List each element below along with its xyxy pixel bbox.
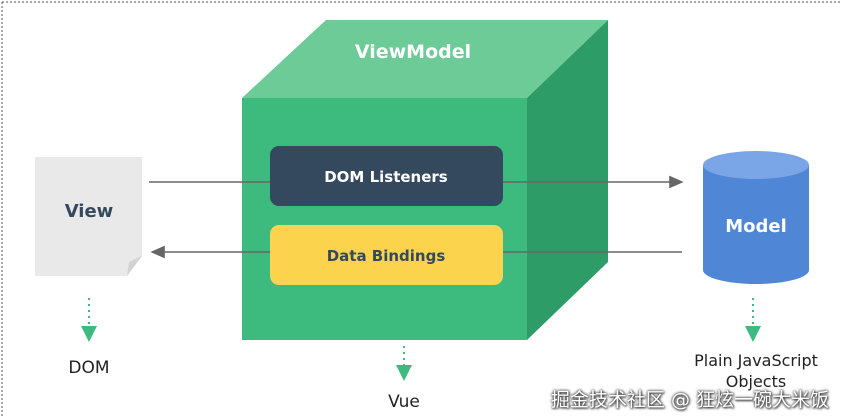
cube-front-face [242,98,527,340]
model-label: Model [725,216,787,237]
viewmodel-cube: ViewModel [242,20,608,340]
dom-listeners-rect [270,146,503,206]
cube-side-face [527,20,608,340]
view-label: View [65,201,114,222]
plain-javascript-label: Plain JavaScript [694,351,818,370]
view-page-fold [127,256,142,276]
model-cylinder: Model [703,151,809,284]
data-bindings-label: Data Bindings [327,247,446,265]
data-bindings-rect [270,225,503,285]
view-document: View [35,157,142,276]
model-cylinder-body [703,165,809,284]
objects-label: Objects [726,372,786,391]
watermark: 掘金技术社区 @ 狂炫一碗大米饭 [550,389,829,411]
model-cylinder-top [703,151,809,179]
view-page-shape [35,157,142,276]
dom-label: DOM [68,358,109,378]
dom-listeners-box: DOM Listeners [270,146,503,206]
dom-listeners-label: DOM Listeners [324,168,448,186]
data-bindings-box: Data Bindings [270,225,503,285]
cube-top-face [242,20,608,98]
vue-label: Vue [388,392,420,412]
viewmodel-title: ViewModel [355,41,471,63]
